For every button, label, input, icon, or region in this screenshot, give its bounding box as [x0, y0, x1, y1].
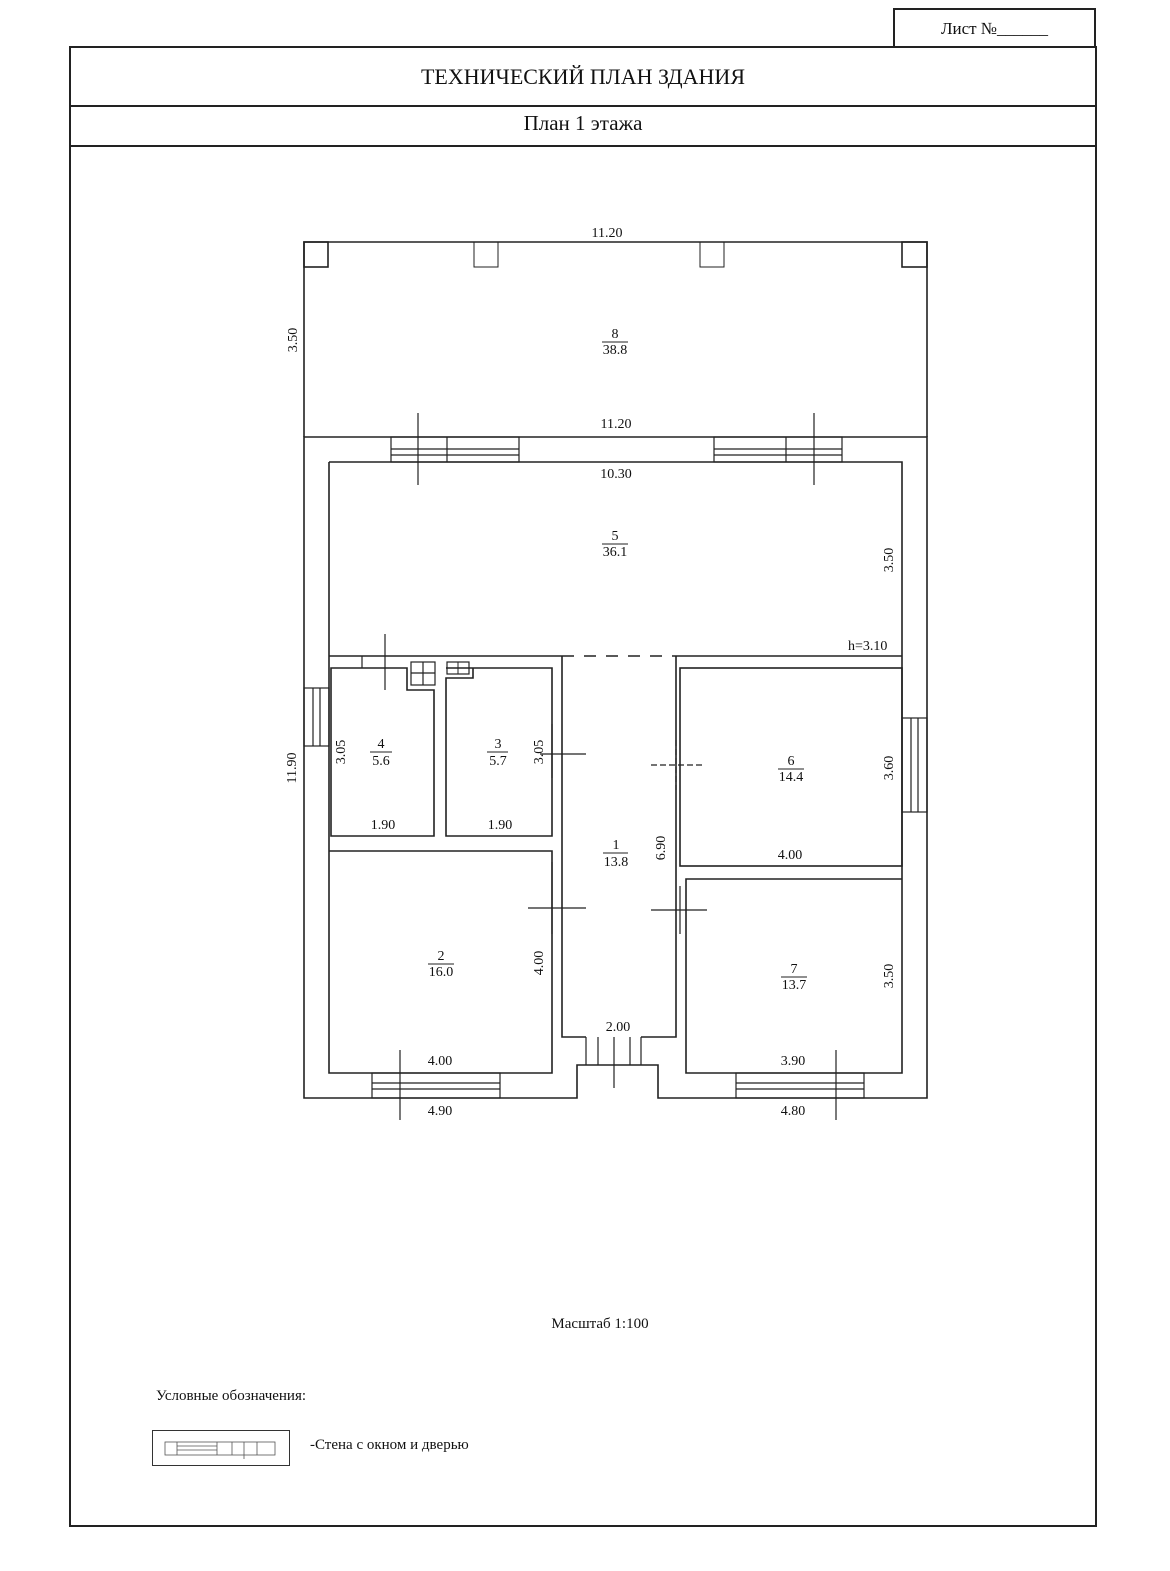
- dim-outer-right: 4.80: [781, 1104, 806, 1119]
- legend-title: Условные обозначения:: [156, 1388, 307, 1404]
- dim-room3-depth: 3.05: [532, 740, 547, 765]
- dim-terrace-top: 11.20: [592, 226, 623, 241]
- room-3-outline: [445, 667, 553, 837]
- room-4-outline: [330, 667, 435, 837]
- room-7-number: 7: [791, 962, 798, 977]
- dim-room5-depth: 3.50: [882, 548, 897, 573]
- room-4-area: 5.6: [372, 754, 390, 769]
- dim-corridor-width: 2.00: [606, 1020, 631, 1035]
- dim-room4-width: 1.90: [371, 818, 396, 833]
- dim-room4-depth: 3.05: [334, 740, 349, 765]
- corridor-walls: [561, 656, 677, 1038]
- document-title: ТЕХНИЧЕСКИЙ ПЛАН ЗДАНИЯ: [71, 48, 1095, 107]
- room-1-number: 1: [613, 838, 620, 853]
- room-5-area: 36.1: [603, 545, 628, 560]
- room-2-number: 2: [438, 949, 445, 964]
- window-symbols: [303, 413, 928, 1120]
- height-note: h=3.10: [848, 639, 887, 654]
- dim-outer-left: 4.90: [428, 1104, 453, 1119]
- room-6-number: 6: [788, 754, 795, 769]
- room-3-number: 3: [495, 737, 502, 752]
- room-7-area: 13.7: [782, 978, 807, 993]
- dim-room7-width: 3.90: [781, 1054, 806, 1069]
- sheet-number-box: Лист №______: [893, 8, 1096, 46]
- dim-room6-width: 4.00: [778, 848, 803, 863]
- floor-subtitle: План 1 этажа: [71, 105, 1095, 147]
- dim-terrace-bottom: 11.20: [601, 417, 632, 432]
- scale-label: Масштаб 1:100: [551, 1316, 649, 1332]
- dim-room3-width: 1.90: [488, 818, 513, 833]
- dim-room6-depth: 3.60: [882, 756, 897, 781]
- room-2-area: 16.0: [429, 965, 454, 980]
- dim-building-depth: 11.90: [285, 753, 300, 784]
- dim-room2-width: 4.00: [428, 1054, 453, 1069]
- drawing-frame: [69, 46, 1097, 1527]
- room-3-area: 5.7: [489, 754, 507, 769]
- terrace-outline: [303, 241, 928, 437]
- room-6-area: 14.4: [779, 770, 804, 785]
- room-5-number: 5: [612, 529, 619, 544]
- dim-room7-depth: 3.50: [882, 964, 897, 989]
- room-8-area: 38.8: [603, 343, 628, 358]
- room-4-number: 4: [378, 737, 385, 752]
- dim-terrace-side: 3.50: [286, 328, 301, 353]
- room-1-area: 13.8: [604, 855, 629, 870]
- dim-corridor-length: 6.90: [654, 836, 669, 861]
- dim-room2-depth: 4.00: [532, 951, 547, 976]
- legend-wall-symbol: [152, 1430, 290, 1466]
- room-8-number: 8: [612, 327, 619, 342]
- legend-item-label: -Стена с окном и дверью: [310, 1437, 469, 1453]
- fraction-lines: [370, 341, 807, 978]
- dim-room5-width: 10.30: [600, 467, 632, 482]
